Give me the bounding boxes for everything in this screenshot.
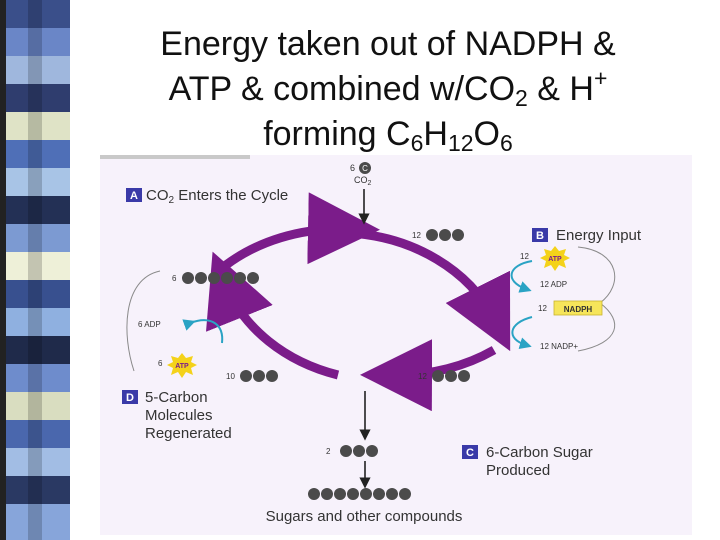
calvin-cycle-diagram: 6 C CO2 A CO2 Enters the Cycle 12 B Ener… xyxy=(100,155,692,535)
step-d-line1: 5-Carbon xyxy=(145,389,208,406)
b-adp: 12 ADP xyxy=(540,280,567,289)
title-line-1: Energy taken out of NADPH & xyxy=(86,22,690,67)
step-a-text: CO2 Enters the Cycle xyxy=(146,187,288,206)
molecule-top-right-count: 12 xyxy=(412,231,421,240)
sugars-caption: Sugars and other compounds xyxy=(266,508,463,525)
title-line-2-sup: + xyxy=(594,65,607,91)
title-line-2-sub: 2 xyxy=(515,85,528,111)
molecule-left-count: 6 xyxy=(172,274,177,283)
diagram-svg: 6 C CO2 A CO2 Enters the Cycle 12 B Ener… xyxy=(100,155,692,535)
b-atp-count: 12 xyxy=(520,252,529,261)
step-d-letter: D xyxy=(126,392,134,404)
carbon-ball xyxy=(195,272,207,284)
carbon-ball xyxy=(234,272,246,284)
title-line-3-a: forming C xyxy=(263,115,410,153)
step-c-letter: C xyxy=(466,447,474,459)
step-a-label: A CO2 Enters the Cycle xyxy=(126,187,288,206)
carbon-ball xyxy=(373,488,385,500)
d-atp-count: 6 xyxy=(158,359,163,368)
input-co2-main: CO xyxy=(354,175,368,185)
input-co2-sub: 2 xyxy=(368,180,372,187)
title-line-3-b: H xyxy=(423,115,448,153)
carbon-ball xyxy=(366,445,378,457)
step-b-letter: B xyxy=(536,230,544,242)
b-nadph-label: NADPH xyxy=(564,305,593,314)
step-c-line2: Produced xyxy=(486,462,550,479)
b-nadp: 12 NADP+ xyxy=(540,342,578,351)
carbon-ball xyxy=(445,370,457,382)
title-line-2-a: ATP & combined w/CO xyxy=(169,70,515,108)
carbon-ball xyxy=(253,370,265,382)
carbon-ball xyxy=(399,488,411,500)
decorative-strip xyxy=(0,0,72,540)
title-line-3-sub2: 12 xyxy=(448,130,474,156)
b-nadph-count: 12 xyxy=(538,304,547,313)
carbon-ball xyxy=(360,488,372,500)
step-c-line1: 6-Carbon Sugar xyxy=(486,444,593,461)
carbon-ball xyxy=(240,370,252,382)
carbon-ball xyxy=(208,272,220,284)
carbon-ball xyxy=(221,272,233,284)
carbon-ball xyxy=(432,370,444,382)
carbon-ball xyxy=(458,370,470,382)
title-line-3-sub1: 6 xyxy=(411,130,424,156)
step-a-letter: A xyxy=(130,190,138,202)
step-d-line3: Regenerated xyxy=(145,425,232,442)
carbon-ball xyxy=(308,488,320,500)
carbon-ball xyxy=(182,272,194,284)
molecule-bottom-right-count: 12 xyxy=(418,372,427,381)
diagram-background xyxy=(100,155,692,535)
input-carbon-letter: C xyxy=(362,164,368,173)
carbon-ball xyxy=(426,229,438,241)
step-b-text: Energy Input xyxy=(556,227,642,244)
carbon-ball xyxy=(347,488,359,500)
step-a-text-rest: Enters the Cycle xyxy=(174,187,288,204)
carbon-ball xyxy=(439,229,451,241)
b-atp-label: ATP xyxy=(548,256,562,263)
carbon-ball xyxy=(266,370,278,382)
title-line-3-c: O xyxy=(474,115,500,153)
top-rule xyxy=(100,155,250,159)
strip-column-shade xyxy=(28,0,42,540)
step-d-line2: Molecules xyxy=(145,407,213,424)
title-line-3: forming C6H12O6 xyxy=(86,112,690,157)
step-a-text-main: CO xyxy=(146,187,169,204)
title-line-1-text: Energy taken out of NADPH & xyxy=(160,25,615,63)
slide-title: Energy taken out of NADPH & ATP & combin… xyxy=(86,22,690,157)
carbon-ball xyxy=(353,445,365,457)
title-line-3-sub3: 6 xyxy=(500,130,513,156)
carbon-ball xyxy=(386,488,398,500)
title-line-2: ATP & combined w/CO2 & H+ xyxy=(86,67,690,112)
carbon-ball xyxy=(334,488,346,500)
carbon-ball xyxy=(321,488,333,500)
molecule-bottom-left-count: 10 xyxy=(226,372,235,381)
input-count: 6 xyxy=(350,163,355,173)
output-count: 2 xyxy=(326,447,331,456)
d-adp: 6 ADP xyxy=(138,320,161,329)
carbon-ball xyxy=(452,229,464,241)
carbon-ball xyxy=(340,445,352,457)
title-line-2-b: & H xyxy=(528,70,594,108)
d-atp-label: ATP xyxy=(175,363,189,370)
carbon-ball xyxy=(247,272,259,284)
